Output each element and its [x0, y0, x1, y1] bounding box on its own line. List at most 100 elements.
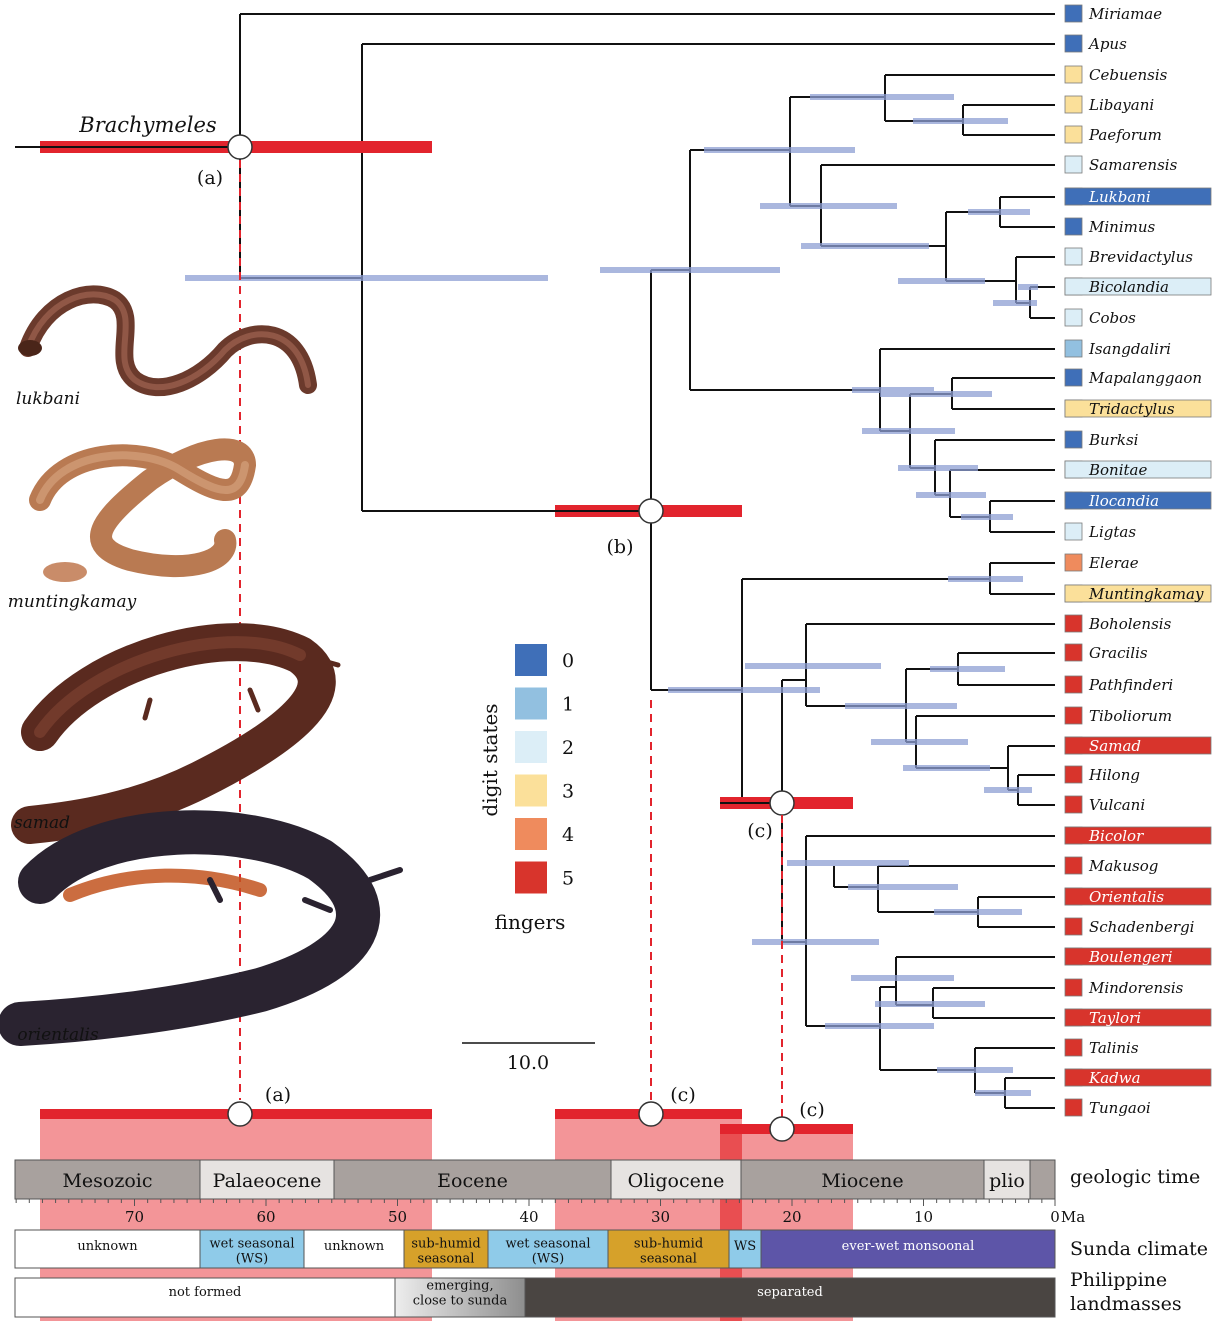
photo-label: muntingkamay [8, 592, 137, 612]
tip-label: Apus [1087, 35, 1127, 53]
tip-marker [1065, 218, 1082, 235]
tip-label: Ligtas [1088, 523, 1136, 541]
photo-label: samad [14, 813, 70, 833]
tip-marker [1065, 369, 1082, 386]
landmasses-row: not formed emerging,close to sunda separat… [15, 1278, 1055, 1317]
landmass-label: emerging,close to sunda [413, 1279, 508, 1309]
tip-label: Tungaoi [1089, 1099, 1151, 1117]
node-c-circle [770, 791, 794, 815]
tip-label: Paeforum [1088, 126, 1162, 144]
tip-marker [1065, 707, 1082, 724]
tip-label: Tridactylus [1089, 400, 1175, 418]
tip-marker [1065, 1099, 1082, 1116]
tip-label: Burksi [1088, 431, 1139, 449]
tip-marker [1065, 857, 1082, 874]
tip-label: Vulcani [1089, 796, 1145, 814]
lukbani-illustration [18, 294, 308, 387]
geologic-period-label: plio [989, 1170, 1025, 1192]
tip-label: Isangdaliri [1088, 340, 1171, 358]
tip-label: Hilong [1088, 766, 1140, 784]
tick-label: 70 [125, 1208, 144, 1226]
tick-label: 10 [914, 1208, 933, 1226]
tip-label: Bicolandia [1088, 278, 1169, 296]
sunda-climate-row: unknownwet seasonal(WS)unknownsub-humids… [15, 1230, 1055, 1268]
tip-label: Cebuensis [1089, 66, 1168, 84]
tip-label: Kadwa [1088, 1069, 1141, 1087]
tip-marker [1065, 156, 1082, 173]
tip-label: Gracilis [1089, 644, 1148, 662]
legend-unit: fingers [495, 910, 566, 934]
tip-label: Schadenbergi [1089, 918, 1195, 936]
legend-value: 5 [562, 868, 574, 890]
geologic-period-label: Eocene [437, 1170, 508, 1192]
tick-label: 30 [651, 1208, 670, 1226]
legend-value: 3 [562, 781, 574, 803]
legend-value: 4 [562, 824, 574, 846]
tip-label: Ilocandia [1088, 492, 1159, 510]
tip-marker [1065, 1039, 1082, 1056]
photo-label: lukbani [16, 389, 80, 409]
landmass-label: not formed [169, 1285, 242, 1300]
tip-marker [1065, 615, 1082, 632]
samad-illustration [30, 642, 338, 825]
timeline-node-label: (c) [799, 1099, 824, 1121]
node-a-label: (a) [197, 167, 223, 189]
tick-label: 60 [256, 1208, 275, 1226]
legend-title: digit states [478, 703, 502, 816]
photo-label: orientalis [17, 1025, 99, 1045]
tip-marker [1065, 918, 1082, 935]
tip-marker [1065, 248, 1082, 265]
legend-swatch [515, 818, 547, 850]
genus-label: Brachymeles [78, 113, 217, 137]
timeline-node-label: (a) [265, 1084, 291, 1106]
legend-swatch [515, 731, 547, 763]
tip-marker [1065, 5, 1082, 22]
climate-row-label: Sunda climate [1070, 1238, 1208, 1260]
tip-marker [1065, 676, 1082, 693]
tip-label: Libayani [1088, 96, 1154, 114]
tip-label: Brevidactylus [1088, 248, 1193, 266]
tip-marker [1065, 523, 1082, 540]
tip-label: Samad [1089, 737, 1141, 755]
scale-bar-label: 10.0 [507, 1052, 549, 1074]
tip-marker [1065, 66, 1082, 83]
geologic-period-label: Mesozoic [62, 1170, 152, 1192]
tip-marker [1065, 766, 1082, 783]
climate-label: unknown [77, 1239, 138, 1254]
tip-label: Tiboliorum [1089, 707, 1172, 725]
node-a-circle [228, 135, 252, 159]
legend-swatch [515, 775, 547, 807]
tip-marker [1065, 979, 1082, 996]
tip-marker [1065, 796, 1082, 813]
legend-value: 0 [562, 650, 574, 672]
node-c-label: (c) [747, 820, 772, 842]
tip-marker [1065, 126, 1082, 143]
tip-marker [1065, 644, 1082, 661]
tip-marker [1065, 431, 1082, 448]
tip-label: Bonitae [1088, 461, 1147, 479]
tick-label: 0 [1050, 1208, 1060, 1226]
geologic-row-label: geologic time [1070, 1166, 1200, 1188]
node-b-circle [639, 499, 663, 523]
tip-label: Mindorensis [1088, 979, 1184, 997]
geologic-period [1030, 1160, 1055, 1199]
tip-label: Boholensis [1088, 615, 1172, 633]
geologic-period-label: Palaeocene [213, 1170, 322, 1192]
tip-label: Pathfinderi [1088, 676, 1173, 694]
tip-label: Elerae [1088, 554, 1139, 572]
tip-marker [1065, 309, 1082, 326]
muntingkamay-illustration [40, 449, 245, 582]
tip-label: Talinis [1089, 1039, 1139, 1057]
legend-value: 2 [562, 737, 574, 759]
orientalis-illustration [20, 832, 400, 1024]
legend-swatch [515, 644, 547, 676]
tip-label: Mapalanggaon [1088, 369, 1202, 387]
node-b-label: (b) [607, 536, 634, 558]
tip-marker [1065, 35, 1082, 52]
landmass-label: separated [757, 1285, 823, 1300]
legend-swatch [515, 688, 547, 720]
